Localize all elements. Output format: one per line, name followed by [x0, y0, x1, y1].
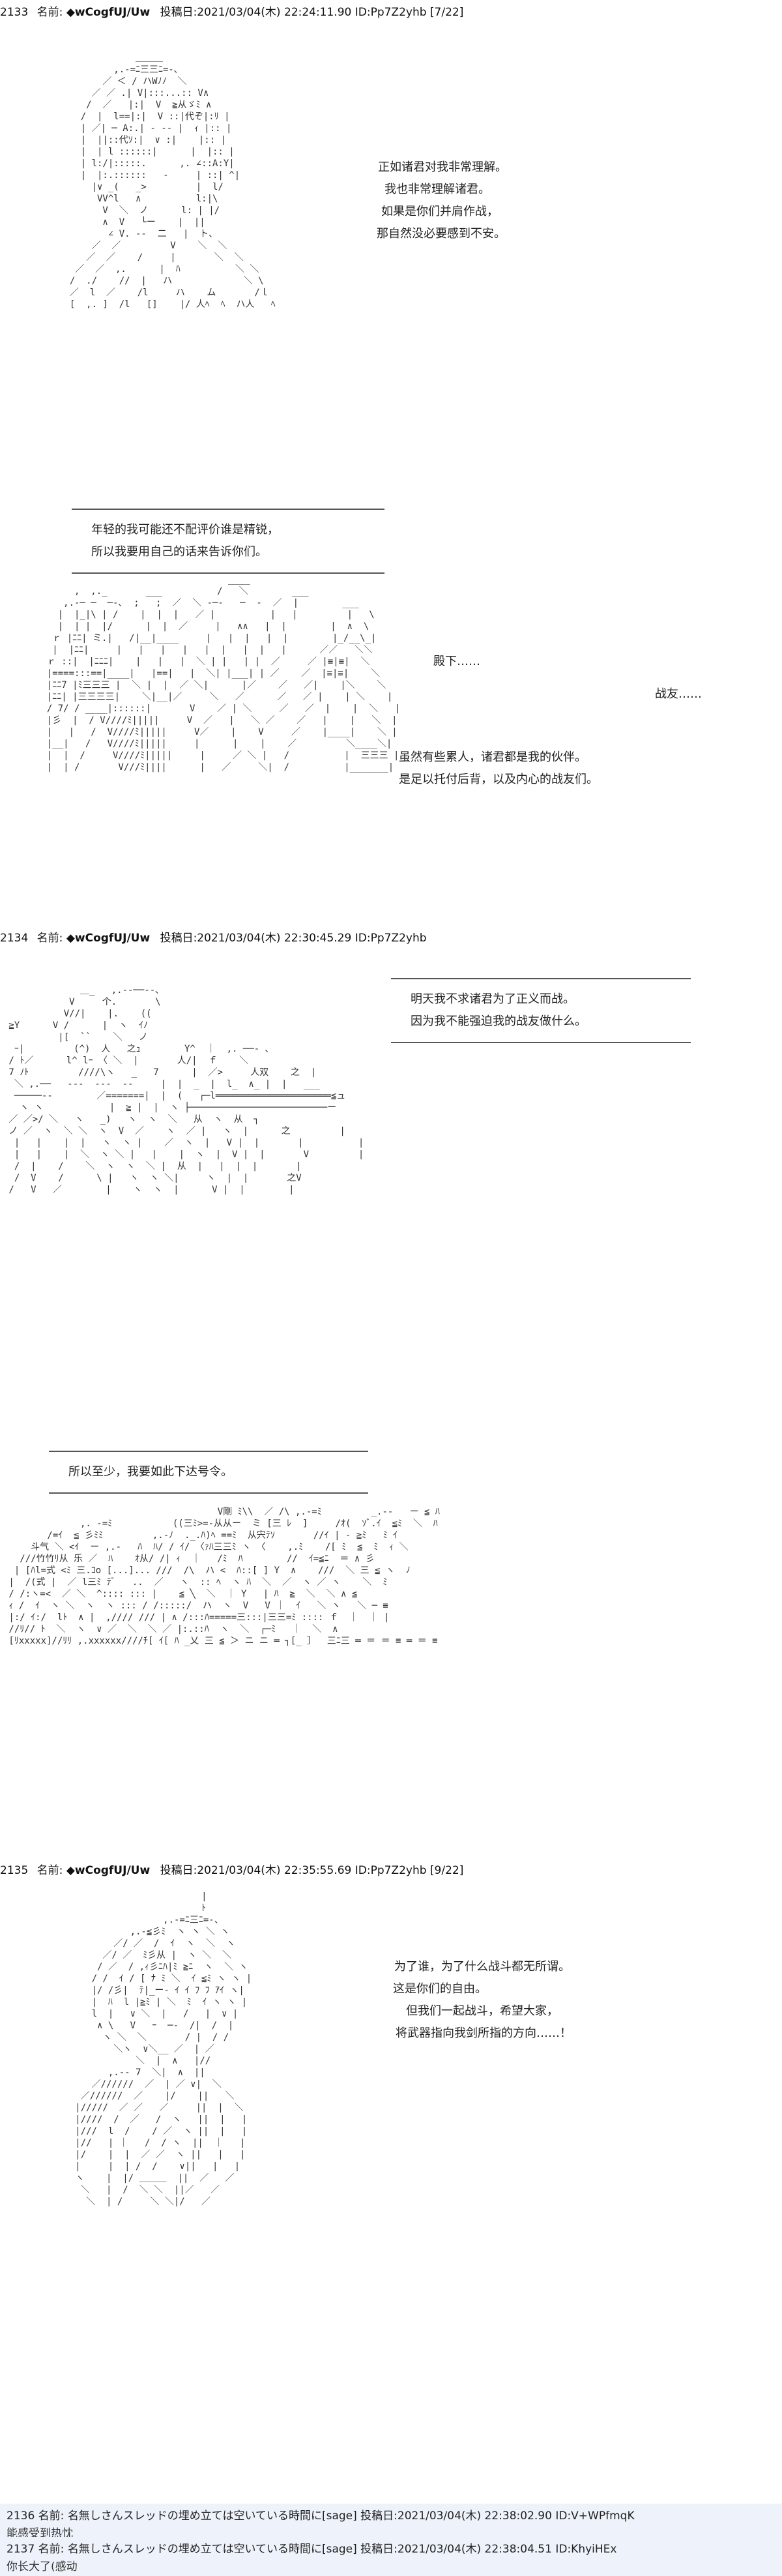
name-label: 名前: — [36, 6, 63, 19]
dialog-line: 为了谁，为了什么战斗都无所谓。 — [394, 1960, 570, 1974]
post-header-2135: 2135 名前: ◆wCogfUJ/Uw 投稿日:2021/03/04(木) 2… — [0, 1861, 463, 1877]
post-number: 2137 — [7, 2543, 35, 2556]
dialog-line: 虽然有些累人，诸君都是我的伙伴。 — [399, 750, 586, 764]
poster-name[interactable]: 名無しさんスレッドの埋め立ては空いている時間に[sage] — [67, 2509, 357, 2523]
poster-name[interactable]: 名無しさんスレッドの埋め立ては空いている時間に[sage] — [67, 2543, 357, 2556]
poster-name[interactable]: ◆wCogfUJ/Uw — [66, 6, 151, 19]
ascii-art-group: ____ , ,._ ___ / ＼ ___ ,.-─ ─ ─-､ ; ; ／ … — [46, 574, 400, 773]
dialog-line: 是足以托付后背，以及内心的战友们。 — [399, 773, 598, 786]
ascii-art-battle: ＿_ ,.--──‐-､ V 个. \ V//| |. (( ≧Y V / | … — [8, 985, 364, 1195]
ascii-art-army: V剛 ﾐ\\ ／ /\ ,.-=ﾐ _.-‐ ー ≦ ﾊ ,. -=ﾐ ((三ﾐ… — [8, 1507, 440, 1646]
dialog-line: 但我们一起战斗，希望大家， — [406, 2004, 558, 2018]
post-date: 投稿日:2021/03/04(木) 22:35:55.69 ID:Pp7Z2yh… — [160, 1864, 464, 1877]
banner-2133: 年轻的我可能还不配评价谁是精锐， 所以我要用自己的话来告诉你们。 — [72, 509, 384, 574]
banner-line: 因为我不能强迫我的战友做什么。 — [411, 1014, 586, 1028]
banner-2134-b: 所以至少，我要如此下达号令。 — [49, 1451, 368, 1494]
banner-line: 所以至少，我要如此下达号令。 — [68, 1465, 233, 1479]
post-header-2133: 2133 名前: ◆wCogfUJ/Uw 投稿日:2021/03/04(木) 2… — [0, 3, 463, 19]
dialog-line: 如果是你们并肩作战， — [381, 205, 499, 218]
poster-name[interactable]: ◆wCogfUJ/Uw — [66, 932, 151, 945]
dialog-2135: 为了谁，为了什么战斗都无所谓。 这是你们的自由。 但我们一起战斗，希望大家， 将… — [393, 1956, 572, 2045]
reply-meta: 2137 名前: 名無しさんスレッドの埋め立ては空いている時間に[sage] 投… — [7, 2539, 775, 2556]
post-number: 2135 — [0, 1864, 29, 1877]
post-date: 投稿日:2021/03/04(木) 22:30:45.29 ID:Pp7Z2yh… — [160, 932, 427, 945]
ascii-art-sword: | ﾄ ,.-=ﾆ三ﾆ=-、 ,.-≦彡ﾐ ヽ ヽ ＼ ヽ ／/ ／ / ｲ ヽ… — [75, 1891, 252, 2207]
post-number: 2134 — [0, 932, 29, 945]
reply-meta: 2136 名前: 名無しさんスレッドの埋め立ては空いている時間に[sage] 投… — [7, 2506, 775, 2523]
label-denka: 殿下…… — [433, 655, 480, 668]
name-label: 名前: — [36, 932, 63, 945]
name-label: 名前: — [36, 1864, 63, 1877]
post-date: 投稿日:2021/03/04(木) 22:38:04.51 ID:KhyiHEx — [360, 2543, 617, 2556]
banner-line: 年轻的我可能还不配评价谁是精锐， — [91, 523, 279, 537]
banner-2134-a: 明天我不求诸君为了正义而战。 因为我不能强迫我的战友做什么。 — [391, 978, 691, 1043]
dialog-2133-b: 虽然有些累人，诸君都是我的伙伴。 是足以托付后背，以及内心的战友们。 — [399, 747, 598, 791]
dialog-line: 将武器指向我剑所指的方向……！ — [396, 2026, 572, 2040]
dialog-line: 我也非常理解诸君。 — [384, 183, 490, 196]
ascii-art-portrait: ＿＿＿ ,.-=ﾆ三三ﾆ=-､ ／ ＜ / ハWﾉﾉ ＼ ／ ／ .| V|::… — [69, 53, 276, 310]
post-date: 投稿日:2021/03/04(木) 22:38:02.90 ID:V+WPfmq… — [360, 2509, 635, 2523]
reply-2137: 2137 名前: 名無しさんスレッドの埋め立ては空いている時間に[sage] 投… — [0, 2537, 782, 2576]
label-senyu: 战友…… — [655, 687, 702, 701]
banner-line: 所以我要用自己的话来告诉你们。 — [91, 545, 267, 559]
banner-line: 明天我不求诸君为了正义而战。 — [411, 992, 575, 1006]
reply-2136: 2136 名前: 名無しさんスレッドの埋め立ては空いている時間に[sage] 投… — [0, 2504, 782, 2543]
name-label: 名前: — [38, 2543, 65, 2556]
post-number: 2136 — [7, 2509, 35, 2523]
dialog-line: 那自然没必要感到不安。 — [377, 227, 506, 241]
post-header-2134: 2134 名前: ◆wCogfUJ/Uw 投稿日:2021/03/04(木) 2… — [0, 928, 427, 945]
poster-name[interactable]: ◆wCogfUJ/Uw — [66, 1864, 151, 1877]
dialog-line: 正如诸君对我非常理解。 — [378, 160, 507, 174]
post-number: 2133 — [0, 6, 29, 19]
name-label: 名前: — [38, 2509, 65, 2523]
dialog-2133-a: 正如诸君对我非常理解。 我也非常理解诸君。 如果是你们并肩作战， 那自然没必要感… — [377, 156, 507, 245]
post-date: 投稿日:2021/03/04(木) 22:24:11.90 ID:Pp7Z2yh… — [160, 6, 464, 19]
reply-body: 你长大了(感动 — [7, 2560, 78, 2573]
dialog-line: 这是你们的自由。 — [393, 1982, 487, 1996]
